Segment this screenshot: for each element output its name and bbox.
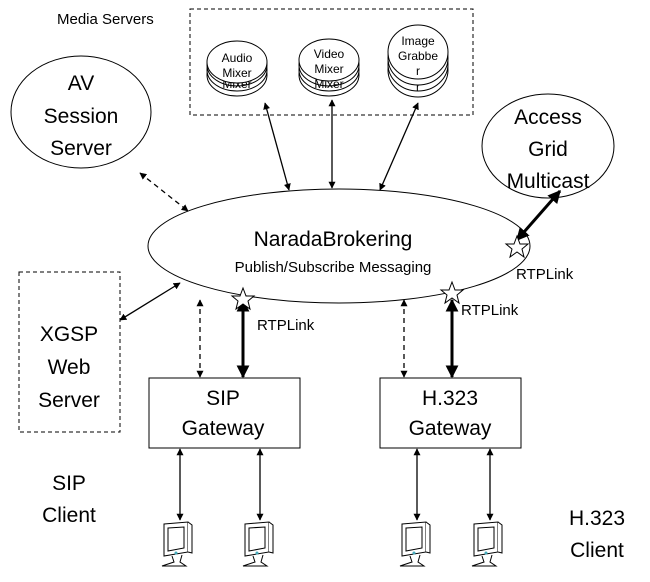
star-icon bbox=[230, 286, 256, 311]
rtplink-label-h323: RTPLink bbox=[461, 302, 519, 319]
xgsp-web-server: XGSP Web Server bbox=[18, 271, 121, 433]
computer-icon bbox=[399, 521, 431, 567]
narada-brokering: NaradaBrokering Publish/Subscribe Messag… bbox=[147, 188, 531, 304]
image-grabber-label-1: Image bbox=[401, 34, 435, 48]
video-mixer: Mixer Video Mixer bbox=[298, 38, 360, 97]
arrow-audio-mixer-broker bbox=[263, 102, 291, 191]
h323-client-label-2: Client bbox=[570, 539, 624, 562]
av-session-server-label-1: AV bbox=[68, 72, 94, 95]
arrow-access-grid-broker bbox=[515, 190, 562, 241]
arrow-xgsp-broker bbox=[119, 282, 181, 321]
image-grabber-label-3: r bbox=[416, 64, 420, 78]
media-servers-title: Media Servers bbox=[57, 11, 154, 28]
access-grid-label-2: Grid bbox=[528, 138, 568, 161]
computer-icon bbox=[242, 521, 274, 567]
sip-gateway: SIP Gateway bbox=[148, 377, 301, 449]
image-grabber: r Image Grabbe r bbox=[387, 24, 449, 98]
audio-mixer: Mixer Audio Mixer bbox=[206, 40, 268, 97]
rtplink-stars bbox=[230, 234, 530, 311]
av-session-server-label-2: Session bbox=[44, 105, 119, 128]
connectors bbox=[119, 99, 562, 521]
h323-gateway-label-1: H.323 bbox=[422, 387, 478, 410]
image-grabber-back-label: r bbox=[416, 80, 420, 94]
computer-icon bbox=[161, 521, 193, 567]
audio-mixer-label-2: Mixer bbox=[222, 66, 251, 80]
xgsp-web-server-label-2: Web bbox=[48, 356, 91, 379]
h323-client-label-1: H.323 bbox=[569, 507, 625, 530]
image-grabber-label-2: Grabbe bbox=[398, 49, 438, 63]
rtplink-label-sip: RTPLink bbox=[257, 317, 315, 334]
av-session-server: AV Session Server bbox=[10, 55, 152, 169]
h323-gateway: H.323 Gateway bbox=[379, 377, 522, 449]
star-icon bbox=[504, 234, 530, 259]
rtplink-label-access-grid: RTPLink bbox=[516, 266, 574, 283]
media-servers-box bbox=[189, 8, 474, 116]
narada-brokering-title: NaradaBrokering bbox=[254, 228, 413, 251]
xgsp-web-server-label-3: Server bbox=[38, 389, 100, 412]
video-mixer-label-1: Video bbox=[314, 47, 345, 61]
narada-brokering-subtitle: Publish/Subscribe Messaging bbox=[235, 259, 432, 276]
access-grid-label-1: Access bbox=[514, 106, 582, 129]
access-grid-multicast: Access Grid Multicast bbox=[481, 93, 615, 199]
computer-icon bbox=[471, 521, 503, 567]
sip-gateway-label-2: Gateway bbox=[182, 417, 265, 440]
av-session-server-label-3: Server bbox=[50, 137, 112, 160]
client-computers bbox=[161, 521, 503, 567]
h323-gateway-label-2: Gateway bbox=[409, 417, 492, 440]
xgsp-web-server-label-1: XGSP bbox=[40, 323, 98, 346]
video-mixer-label-2: Mixer bbox=[314, 62, 343, 76]
media-servers-group: Media Servers Mixer Audio Mixer Mixer Vi… bbox=[57, 8, 474, 116]
star-icon bbox=[439, 280, 465, 305]
arrow-image-grabber-broker bbox=[379, 102, 419, 191]
sip-client-label-1: SIP bbox=[52, 472, 86, 495]
audio-mixer-label-1: Audio bbox=[222, 51, 253, 65]
arrow-av-session-broker bbox=[139, 172, 189, 212]
sip-gateway-label-1: SIP bbox=[206, 387, 240, 410]
access-grid-label-3: Multicast bbox=[507, 170, 590, 193]
sip-client-label-2: Client bbox=[42, 504, 96, 527]
